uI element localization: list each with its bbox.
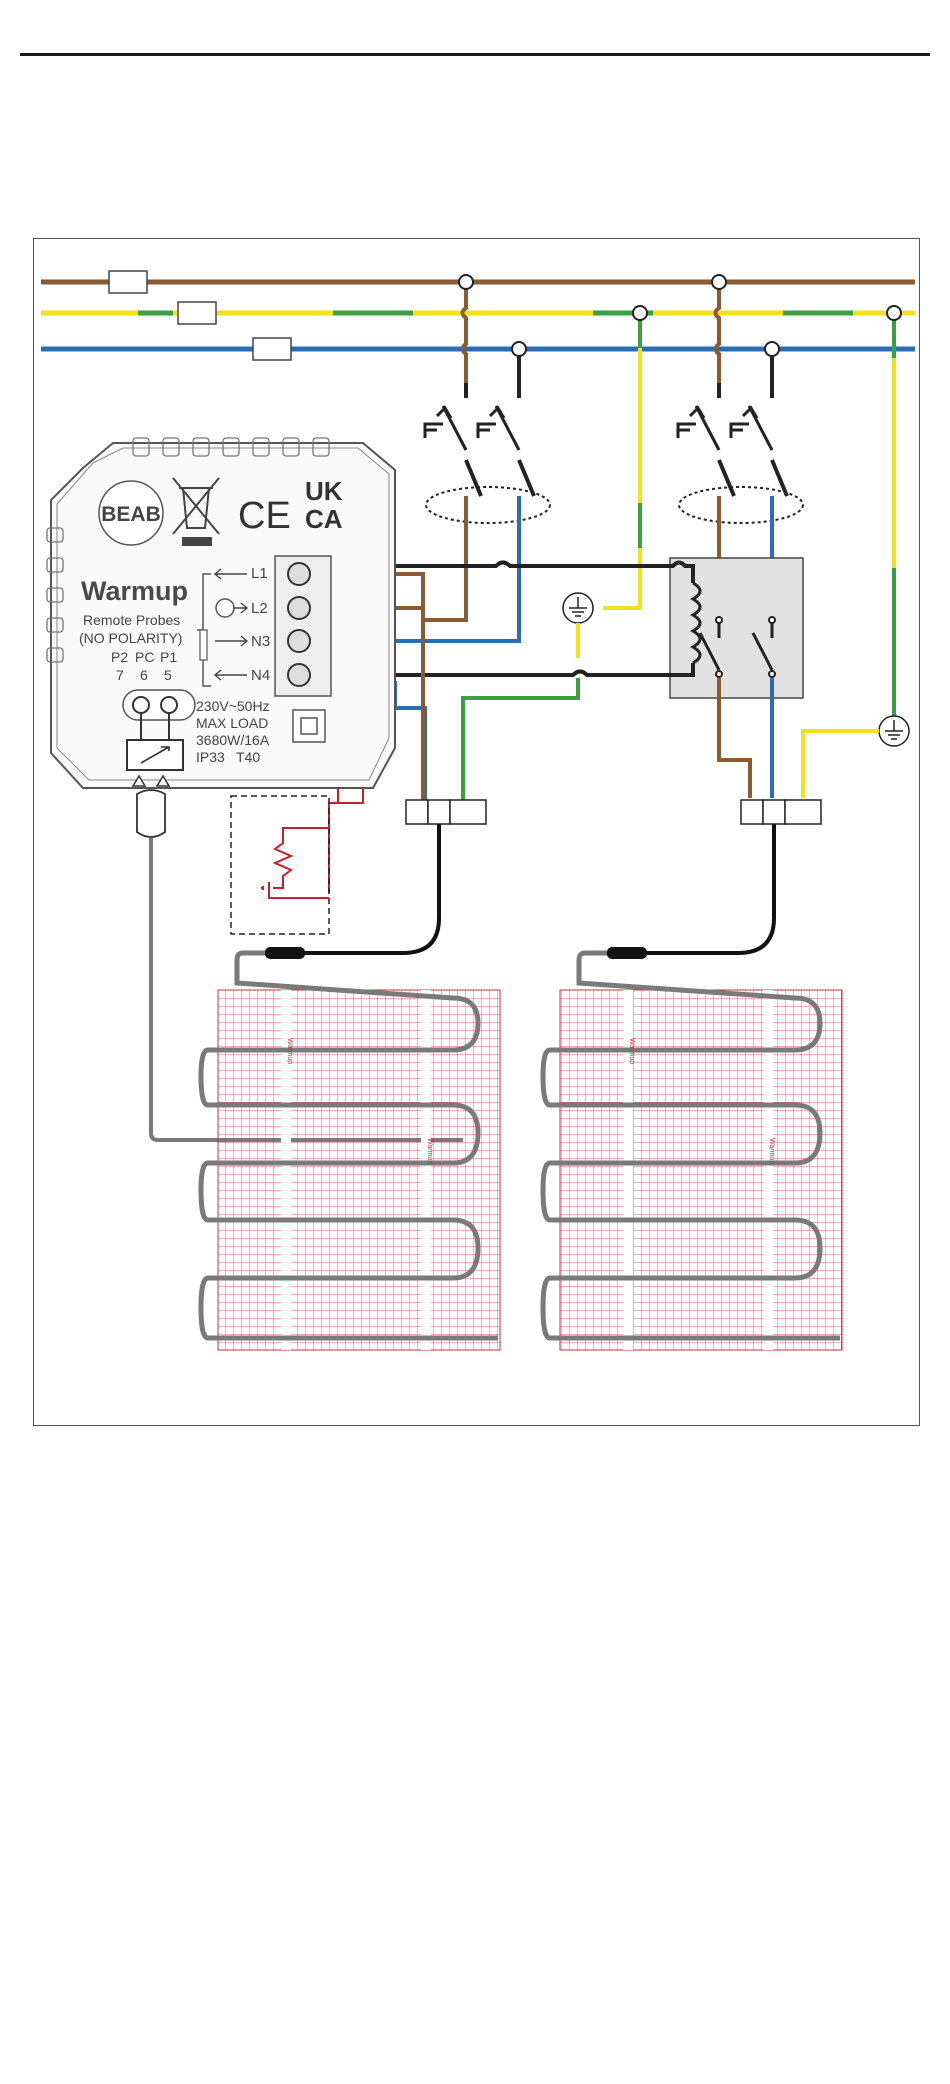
- spec-power: 3680W/16A: [196, 732, 270, 748]
- ukca-mark-ca: CA: [305, 504, 343, 534]
- beab-badge: BEAB: [101, 503, 161, 526]
- terminal-label-l2: L2: [251, 600, 268, 617]
- probes-title: Remote Probes: [83, 612, 180, 628]
- contactor: [670, 558, 803, 798]
- terminal-label-n4: N4: [251, 667, 270, 684]
- spec-voltage: 230V~50Hz: [196, 698, 270, 714]
- probe-num-7: 7: [116, 667, 124, 683]
- probes-note: (NO POLARITY): [79, 630, 182, 646]
- isolator-switch-icon: [678, 406, 719, 450]
- probe-num-6: 6: [140, 667, 148, 683]
- probe-label-p2: P2: [111, 649, 128, 665]
- ce-mark-icon: CE: [238, 495, 291, 537]
- mat-2-label-a: Warmup: [628, 1038, 635, 1064]
- top-rule: [20, 53, 930, 56]
- fuse-earth: [178, 302, 216, 324]
- isolator-switch-icon: [731, 406, 772, 450]
- probe-label-p1: P1: [160, 649, 177, 665]
- ukca-mark-uk: UK: [305, 476, 343, 506]
- fuse-neutral: [253, 338, 291, 360]
- earth-drop-2: [803, 306, 909, 798]
- heating-mat-1: Warmup Warmup: [201, 947, 500, 1350]
- junction-block-1: [278, 800, 486, 953]
- fuse-live: [109, 271, 147, 293]
- spec-ip: IP33: [196, 749, 225, 765]
- supply-lines: [41, 271, 915, 360]
- mat-1-label-b: Warmup: [426, 1138, 433, 1164]
- probe-box: [231, 796, 329, 934]
- probe-num-5: 5: [164, 667, 172, 683]
- brand-logo: Warmup: [81, 576, 188, 606]
- probe-label-pc: PC: [135, 649, 154, 665]
- spec-max-load: MAX LOAD: [196, 715, 268, 731]
- thermostat: BEAB CE UK CA Warmup Remote Probes (NO P…: [47, 438, 395, 788]
- heating-mat-2: Warmup Warmup: [543, 947, 842, 1350]
- mat-2-label-b: Warmup: [768, 1138, 775, 1164]
- terminal-label-n3: N3: [251, 633, 270, 650]
- wiring-diagram: BEAB CE UK CA Warmup Remote Probes (NO P…: [33, 238, 920, 1426]
- isolator-switch-icon: [425, 406, 466, 450]
- mat-1-label-a: Warmup: [286, 1038, 293, 1064]
- isolator-1: [425, 275, 550, 568]
- junction-block-2: [618, 800, 821, 953]
- isolator-switch-icon: [478, 406, 519, 450]
- spec-temp: T40: [236, 749, 260, 765]
- terminal-label-l1: L1: [251, 565, 268, 582]
